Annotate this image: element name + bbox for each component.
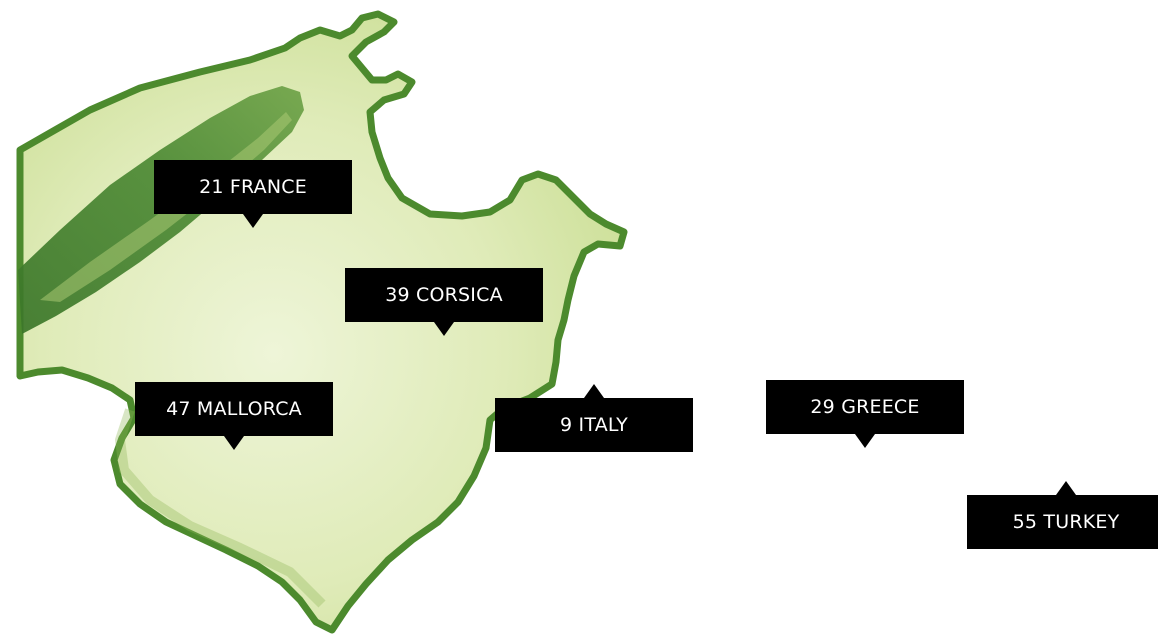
marker-label-france: 21 FRANCE xyxy=(154,160,352,214)
marker-pointer xyxy=(434,322,454,336)
marker-italy[interactable]: 9 ITALY xyxy=(495,384,693,452)
marker-label-italy: 9 ITALY xyxy=(495,398,693,452)
marker-pointer xyxy=(243,214,263,228)
coast-shading xyxy=(115,408,326,608)
marker-label-mallorca: 47 MALLORCA xyxy=(135,382,333,436)
marker-corsica[interactable]: 39 CORSICA xyxy=(345,268,543,336)
marker-label-turkey: 55 TURKEY xyxy=(967,495,1158,549)
marker-mallorca[interactable]: 47 MALLORCA xyxy=(135,382,333,450)
marker-turkey[interactable]: 55 TURKEY xyxy=(967,481,1158,549)
marker-pointer xyxy=(224,436,244,450)
marker-label-corsica: 39 CORSICA xyxy=(345,268,543,322)
ridge-highlight xyxy=(40,112,292,302)
marker-france[interactable]: 21 FRANCE xyxy=(154,160,352,228)
marker-greece[interactable]: 29 GREECE xyxy=(766,380,964,448)
marker-pointer xyxy=(855,434,875,448)
marker-pointer xyxy=(584,384,604,398)
marker-pointer xyxy=(1056,481,1076,495)
marker-label-greece: 29 GREECE xyxy=(766,380,964,434)
